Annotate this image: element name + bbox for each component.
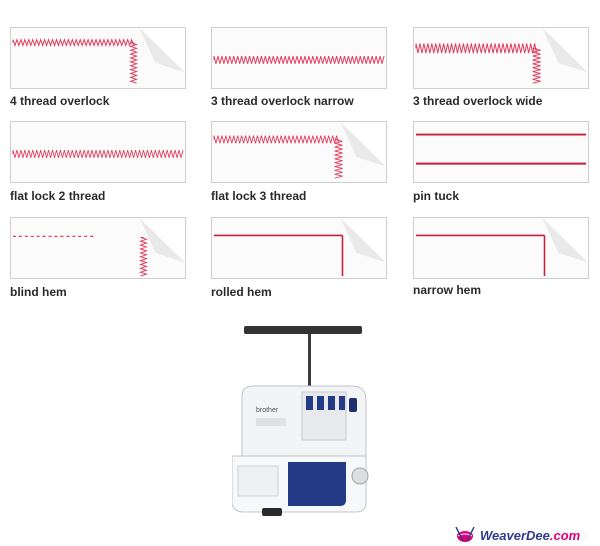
stitch-label-5: flat lock 3 thread [211, 189, 307, 203]
stitch-label-2: 3 thread overlock narrow [211, 94, 354, 108]
stitch-tile-9 [413, 217, 589, 279]
stitch-label-4: flat lock 2 thread [10, 189, 106, 203]
stitch-label-7: blind hem [10, 285, 67, 299]
stitch-tile-7 [10, 217, 186, 279]
stitch-sample-8 [213, 218, 386, 277]
stitch-label-8: rolled hem [211, 285, 272, 299]
stitch-tile-1 [10, 27, 186, 89]
serger-machine-image: brother [232, 326, 369, 516]
stitch-tile-4 [10, 121, 186, 183]
stitch-label-1: 4 thread overlock [10, 94, 110, 108]
logo-name: WeaverDee [480, 527, 550, 543]
stitch-sample-4 [12, 149, 184, 158]
stitch-tile-3 [413, 27, 589, 89]
stitch-label-9: narrow hem [413, 283, 482, 297]
stitch-tile-6 [413, 121, 589, 183]
stitch-tile-2 [211, 27, 387, 89]
svg-text:brother: brother [256, 407, 279, 414]
stitch-sample-7 [12, 218, 185, 277]
stitch-sample-1 [12, 28, 185, 84]
stitch-label-6: pin tuck [413, 189, 460, 203]
stitch-sample-6 [415, 133, 587, 165]
stitch-tile-8 [211, 217, 387, 279]
yarn-ball-icon [455, 527, 475, 542]
weaverdee-logo: WeaverDee.com [454, 525, 580, 545]
stitch-label-3: 3 thread overlock wide [413, 94, 543, 108]
stitch-sample-3 [415, 28, 588, 84]
logo-domain: .com [549, 527, 581, 543]
stitch-sample-9 [415, 218, 588, 277]
stitch-sample-2 [213, 55, 385, 64]
stitch-sample-5 [213, 122, 386, 179]
stitch-tile-5 [211, 121, 387, 183]
